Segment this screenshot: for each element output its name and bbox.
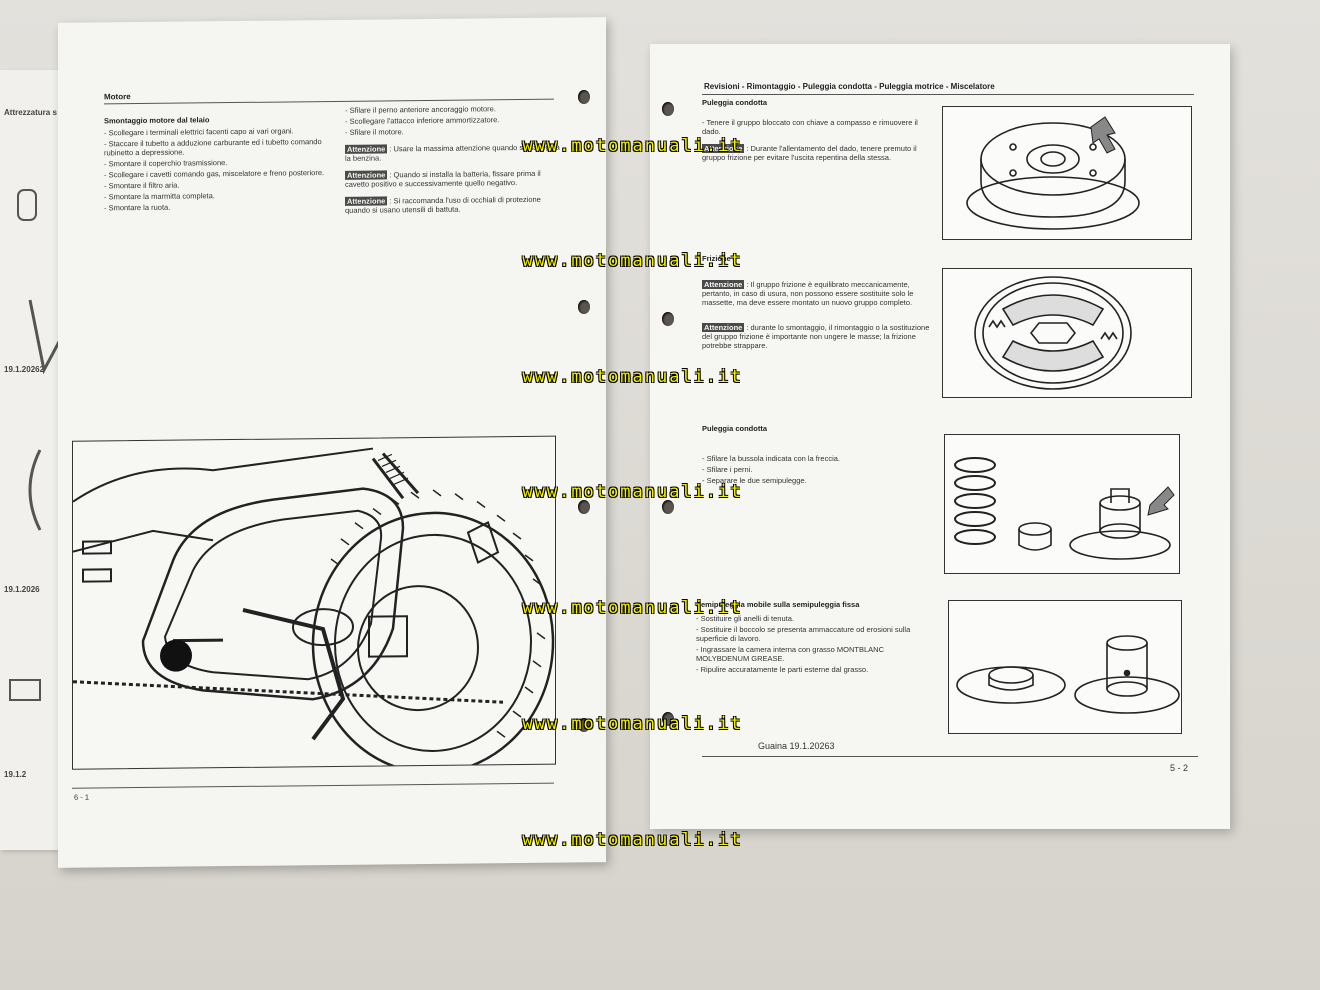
warning-text: : durante lo smontaggio, il rimontaggio …: [702, 323, 930, 350]
instruction-line: - Smontare il coperchio trasmissione.: [104, 158, 228, 169]
attention-label: Attenzione: [702, 323, 745, 332]
page-header: Revisioni - Rimontaggio - Puleggia condo…: [704, 82, 995, 91]
page-number: 5 - 2: [1170, 763, 1189, 773]
header-rule: [702, 94, 1194, 95]
section-body: - Sostituire gli anelli di tenuta. - Sos…: [696, 614, 936, 676]
section-title: Frizione: [702, 254, 731, 263]
scooter-drawing-svg: [72, 447, 555, 775]
semipulley-illustration: [948, 600, 1182, 734]
pulley-parts-svg: [954, 457, 1175, 560]
warning-text: : Il gruppo frizione è equilibrato mecca…: [702, 280, 914, 307]
punch-hole: [578, 90, 590, 104]
punch-hole: [578, 718, 590, 732]
section-heading: Motore: [104, 92, 131, 102]
section-title: Semipuleggia mobile sulla semipuleggia f…: [696, 600, 860, 609]
instruction-line: - Ripulire accuratamente le parti estern…: [696, 665, 869, 674]
instruction-line: - Scollegare l'attacco inferiore ammorti…: [345, 115, 500, 126]
instruction-line: - Sostituire il boccolo se presenta amma…: [696, 625, 911, 643]
punch-hole: [662, 312, 674, 326]
instruction-line: - Sfilare la bussola indicata con la fre…: [702, 454, 840, 463]
page-number: 6 - 1: [74, 792, 90, 802]
instruction-line: - Smontare la marmitta completa.: [104, 191, 215, 202]
clutch-illustration: [942, 268, 1192, 398]
instruction-line: - Tenere il gruppo bloccato con chiave a…: [702, 118, 918, 136]
attention-label: Attenzione: [345, 144, 388, 154]
semipulley-svg: [956, 635, 1180, 714]
section-body: - Tenere il gruppo bloccato con chiave a…: [702, 118, 932, 164]
figure-caption: Guaina 19.1.20263: [758, 741, 835, 751]
driven-pulley-illustration: [942, 106, 1192, 240]
warning-note: Attenzione: Usare la massima attenzione …: [345, 143, 560, 163]
left-manual-page: Motore Smontaggio motore dal telaio - Sc…: [58, 17, 606, 868]
under-fragment: 19.1.2026: [4, 585, 40, 594]
punch-hole: [662, 102, 674, 116]
section-body: Attenzione: Il gruppo frizione è equilib…: [702, 280, 934, 352]
instruction-line: - Scollegare i cavetti comando gas, misc…: [104, 168, 325, 180]
attention-label: Attenzione: [345, 170, 388, 180]
instruction-line: - Smontare il filtro aria.: [104, 180, 180, 191]
instruction-line: - Sfilare i perni.: [702, 465, 753, 474]
pulley-svg: [966, 116, 1140, 230]
attention-label: Attenzione: [345, 196, 388, 206]
warning-text: : Durante l'allentamento del dado, tener…: [702, 144, 917, 162]
attention-label: Attenzione: [702, 144, 745, 153]
instructions-column-1: - Scollegare i terminali elettrici facen…: [104, 126, 329, 214]
punch-hole: [662, 712, 674, 726]
section-title: Puleggia condotta: [702, 98, 768, 107]
pulley-parts-illustration: [944, 434, 1180, 574]
instruction-line: - Sostituire gli anelli di tenuta.: [696, 614, 794, 623]
instruction-line: - Sfilare il perno anteriore ancoraggio …: [345, 104, 496, 115]
punch-hole: [662, 500, 674, 514]
instruction-line: - Sfilare il motore.: [345, 127, 404, 137]
attention-label: Attenzione: [702, 280, 745, 289]
under-fragment: 19.1.20262: [4, 365, 45, 374]
section-body: - Sfilare la bussola indicata con la fre…: [702, 454, 932, 487]
right-manual-page: Revisioni - Rimontaggio - Puleggia condo…: [650, 44, 1230, 829]
section-title: Puleggia condotta: [702, 424, 768, 433]
warning-note: Attenzione: Si raccomanda l'uso di occhi…: [345, 195, 560, 215]
footer-rule: [72, 782, 554, 789]
instruction-line: - Scollegare i terminali elettrici facen…: [104, 126, 294, 138]
instruction-line: - Smontare la ruota.: [104, 202, 171, 213]
under-fragment: 19.1.2: [4, 770, 27, 779]
engine-illustration: [72, 435, 556, 775]
punch-hole: [578, 300, 590, 314]
instructions-column-2: - Sfilare il perno anteriore ancoraggio …: [345, 104, 560, 217]
under-fragment: Attrezzatura s: [4, 108, 57, 117]
section-subtitle: Smontaggio motore dal telaio: [104, 115, 210, 126]
footer-rule: [702, 756, 1198, 757]
instruction-line: - Ingrassare la camera interna con grass…: [696, 645, 884, 663]
clutch-svg: [974, 276, 1132, 390]
punch-hole: [578, 500, 590, 514]
instruction-line: - Separare le due semipulegge.: [702, 476, 807, 485]
instruction-line: - Staccare il tubetto a adduzione carbur…: [104, 137, 322, 158]
under-page-drawings: [9, 189, 62, 701]
warning-note: Attenzione: Quando si installa la batter…: [345, 169, 560, 189]
